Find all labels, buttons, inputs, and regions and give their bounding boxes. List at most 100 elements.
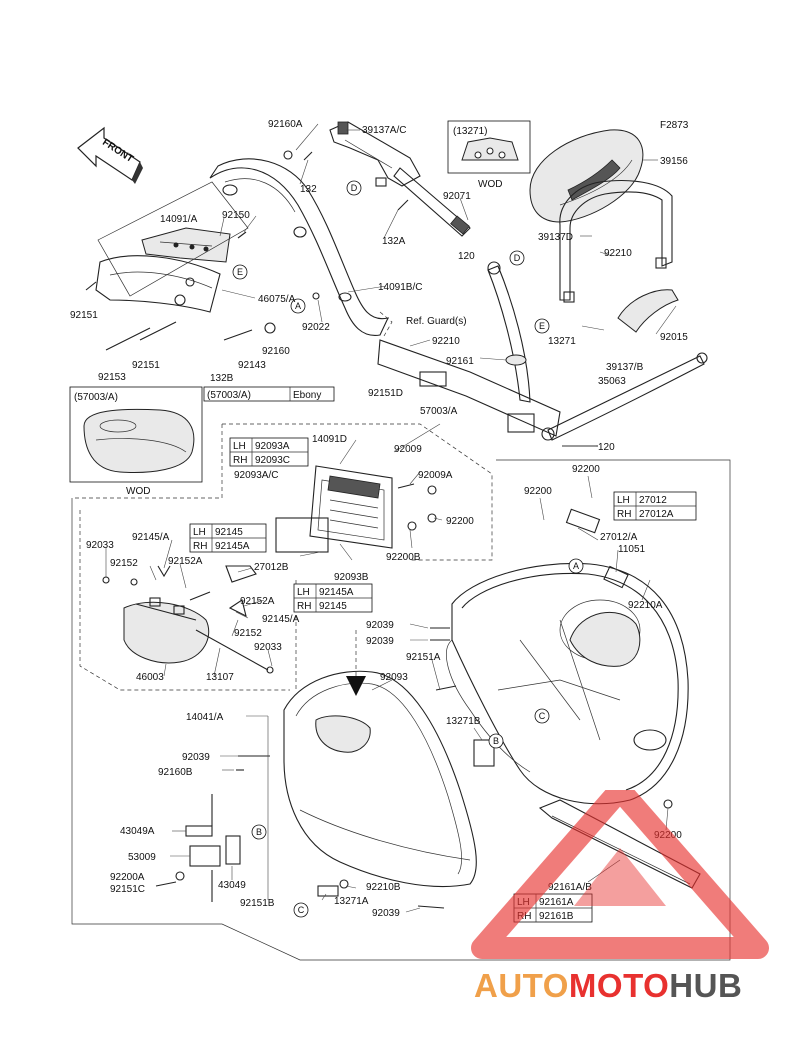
part-label: Ref. Guard(s)	[406, 316, 467, 327]
part-label: 92210	[432, 336, 460, 347]
part-label: 132A	[382, 236, 406, 247]
svg-text:B: B	[493, 736, 499, 746]
callout-circle-b2: B	[251, 824, 267, 840]
bracket-outline-lines	[97, 181, 249, 297]
svg-text:92093C: 92093C	[255, 455, 290, 466]
latch-assembly-box	[72, 423, 493, 691]
callout-circle-e2: E	[534, 318, 550, 334]
callout-circle-a1: A	[290, 298, 306, 314]
bracket-14091a	[141, 227, 231, 263]
part-label: 92039	[372, 908, 400, 919]
svg-text:E: E	[237, 267, 243, 277]
part-label: 92152	[110, 558, 138, 569]
svg-text:LH: LH	[193, 527, 206, 538]
part-label: 120	[598, 442, 615, 453]
saddlebag-case	[446, 508, 689, 805]
callout-circle-d2: D	[509, 250, 525, 266]
part-label: 35063	[598, 376, 626, 387]
part-label: 14091/A	[160, 214, 198, 225]
inset-57003a-wod	[69, 386, 203, 483]
part-label: 92151A	[406, 652, 441, 663]
part-label: 39137D	[538, 232, 573, 243]
svg-text:Ebony: Ebony	[293, 390, 321, 401]
part-label: 92151C	[110, 884, 145, 895]
part-label: 13271	[548, 336, 576, 347]
svg-text:D: D	[514, 253, 521, 263]
diagram-frame-lines	[71, 459, 731, 961]
part-label: WOD	[126, 486, 150, 497]
svg-text:RH: RH	[297, 601, 311, 612]
part-label: 92151D	[368, 388, 403, 399]
part-label: 92015	[660, 332, 688, 343]
part-label: 120	[458, 251, 475, 262]
part-label: 92039	[182, 752, 210, 763]
part-label: 27012/A	[600, 532, 638, 543]
part-label: 14041/A	[186, 712, 224, 723]
part-label: 92071	[443, 191, 471, 202]
part-label: 46075/A	[258, 294, 296, 305]
svg-text:92145: 92145	[319, 601, 347, 612]
svg-text:92145A: 92145A	[215, 541, 250, 552]
part-label: 11051	[618, 544, 646, 555]
part-label: 92200	[524, 486, 552, 497]
table-92145-b: LH 92145A RH 92145	[293, 583, 373, 613]
part-label: 92039	[366, 636, 394, 647]
svg-text:RH: RH	[233, 455, 247, 466]
part-label: WOD	[478, 179, 502, 190]
part-label: 57003/A	[420, 406, 458, 417]
callout-circle-a2: A	[568, 558, 584, 574]
front-arrow-icon: FRONT	[77, 126, 143, 184]
part-label: 132	[300, 184, 317, 195]
part-label: 39137/B	[606, 362, 644, 373]
svg-text:92093A: 92093A	[255, 441, 290, 452]
stay-bar-39137b	[377, 261, 708, 447]
leader-lines	[105, 123, 677, 913]
part-label: 13271B	[446, 716, 481, 727]
svg-text:LH: LH	[233, 441, 246, 452]
part-label: 92210A	[628, 600, 663, 611]
part-label: 92009A	[418, 470, 453, 481]
svg-text:27012A: 27012A	[639, 509, 674, 520]
svg-text:RH: RH	[193, 541, 207, 552]
part-label: 46003	[136, 672, 164, 683]
figure-code: F2873	[660, 120, 689, 131]
mounting-rail-92161ab	[538, 799, 701, 889]
svg-text:C: C	[298, 905, 305, 915]
part-label: 27012B	[254, 562, 289, 573]
svg-text:27012: 27012	[639, 495, 667, 506]
svg-text:(57003/A): (57003/A)	[207, 390, 251, 401]
part-label: 92093	[380, 672, 408, 683]
part-label: 92145/A	[262, 614, 300, 625]
bracket-39137ac	[329, 121, 471, 237]
hinge-parts	[155, 627, 673, 909]
svg-text:D: D	[351, 183, 358, 193]
svg-text:LH: LH	[517, 897, 530, 908]
part-label: 92093B	[334, 572, 369, 583]
part-label: 13271A	[334, 896, 369, 907]
callout-circle-c2: C	[293, 902, 309, 918]
part-label: 92200A	[110, 872, 145, 883]
svg-text:A: A	[295, 301, 301, 311]
part-label: 132B	[210, 373, 234, 384]
part-label: 39156	[660, 156, 688, 167]
part-label: 92150	[222, 210, 250, 221]
part-label: 92152	[234, 628, 262, 639]
part-label: 92151	[132, 360, 160, 371]
backrest-frame-39137d	[559, 179, 679, 333]
svg-text:92161A: 92161A	[539, 897, 574, 908]
part-label: 92161A/B	[548, 882, 592, 893]
table-92145-a: LH 92145 RH 92145A	[189, 523, 267, 553]
svg-text:RH: RH	[617, 509, 631, 520]
svg-text:A: A	[573, 561, 579, 571]
part-label: 39137A/C	[362, 125, 406, 136]
svg-text:B: B	[256, 827, 262, 837]
frame-rail-14091bc	[209, 158, 389, 336]
svg-text:LH: LH	[617, 495, 630, 506]
bracket-46075a	[95, 255, 221, 313]
callout-circle-d1: D	[346, 180, 362, 196]
part-label: 43049A	[120, 826, 155, 837]
part-label: 92152A	[168, 556, 203, 567]
saddlebag-lid-14041a	[283, 630, 477, 888]
